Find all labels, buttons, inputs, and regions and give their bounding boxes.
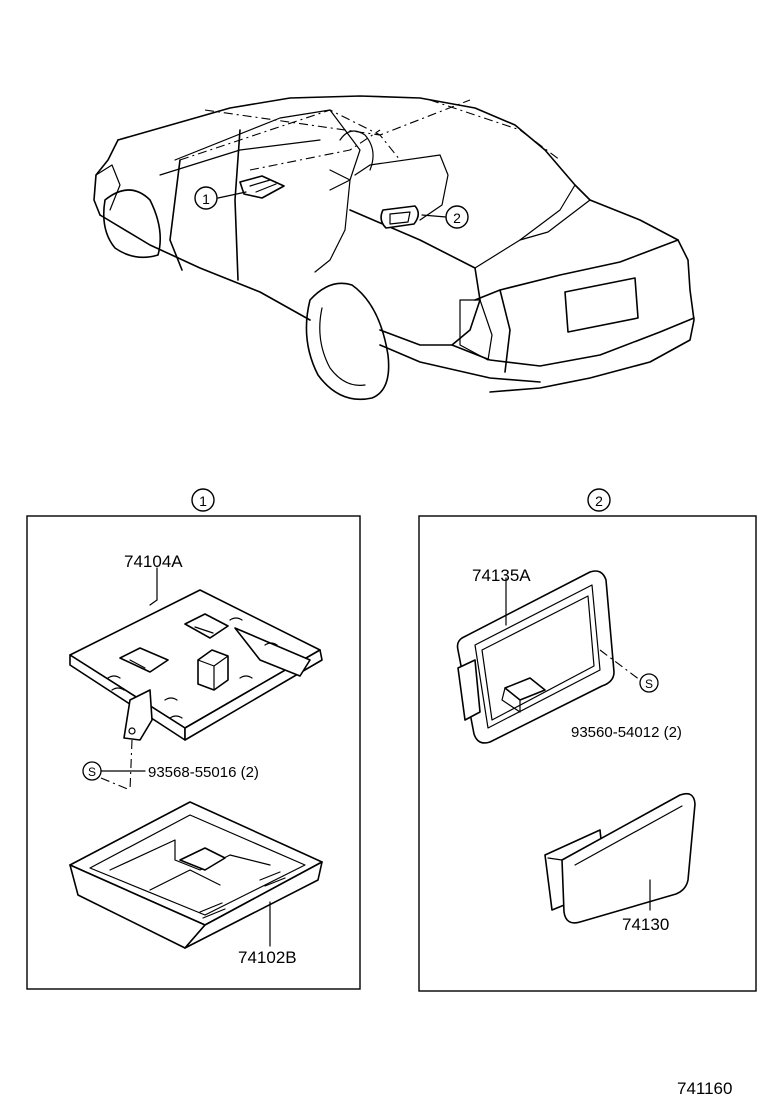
part-74130-drawing [544,792,696,924]
screw-symbol-2: S [639,673,659,693]
panel-1-frame [26,515,361,990]
callout-2: 2 [445,205,469,229]
panel-2-header: 2 [587,488,611,512]
panel-1-index: 1 [199,493,207,509]
callout-1-circle [194,186,218,210]
part-74135A-label: 74135A [472,566,531,585]
panel-1-header: 1 [191,488,215,512]
console-box-location [239,175,285,199]
part-74102B-label: 74102B [238,948,297,967]
part-74130-label: 74130 [622,915,669,934]
panel-2-index-circle [587,488,611,512]
callout-2-number: 2 [453,210,461,226]
car-overview-illustration [93,95,695,401]
part-74102B-drawing [69,801,323,949]
panel-2-index: 2 [595,493,603,509]
screw-symbol-1: S [82,761,102,781]
part-74135A-drawing [456,570,641,744]
callout-1: 1 [194,186,218,210]
part-93568-55016-label: 93568-55016 (2) [148,764,259,781]
panel-1-index-circle [191,488,215,512]
callout-2-circle [445,205,469,229]
screw-symbol-2-letter: S [645,677,653,691]
screw-symbol-2-circle [639,673,659,693]
part-74104A-label: 74104A [124,552,183,571]
rear-tray-location [380,205,420,229]
part-93560-54012-label: 93560-54012 (2) [571,724,682,741]
callout-1-number: 1 [202,191,210,207]
panel-2-frame [418,515,757,992]
screw-symbol-1-letter: S [88,765,96,779]
part-74104A-drawing [69,567,323,741]
diagram-code: 741160 [677,1079,732,1098]
